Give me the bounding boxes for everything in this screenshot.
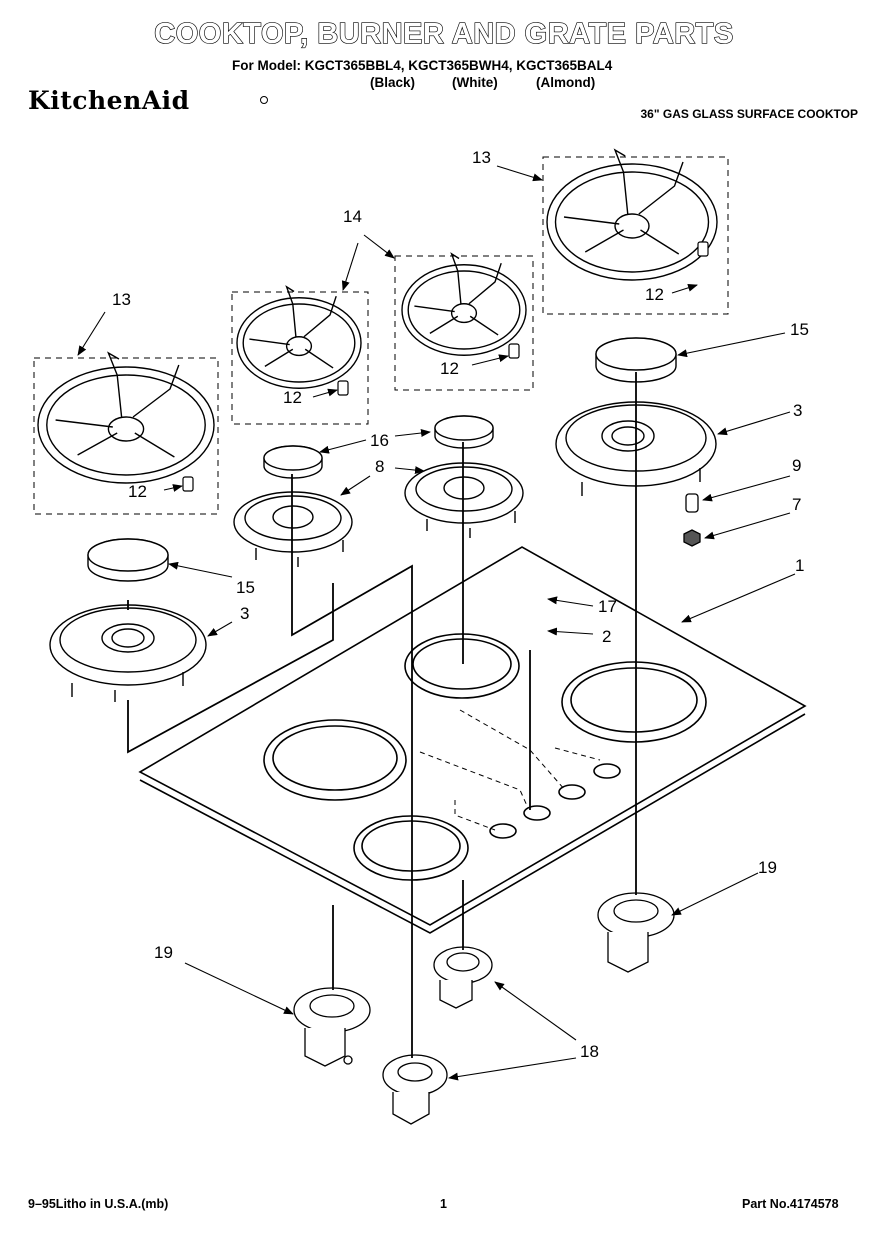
callout-7: 7 [792,495,801,514]
litho-note: 9–95Litho in U.S.A.(mb) [28,1197,169,1211]
burner-opening-right [561,661,707,743]
valve-19-right [597,892,675,973]
grate-screws [182,241,709,492]
grate-box-center-right [394,255,534,391]
valve-19-left [293,987,371,1067]
callout-12-left: 12 [128,482,147,501]
color-black: (Black) [370,75,416,90]
burner-base-8-left [233,491,353,567]
grate-left [38,353,214,483]
color-white: (White) [452,75,498,90]
screw-12-right [697,241,709,257]
grate-box-right [542,156,729,315]
leader-arrows [77,165,796,1081]
callout-19-left: 19 [154,943,173,962]
grate-boxes [33,156,729,515]
callout-17: 17 [598,597,617,616]
callout-19-right: 19 [758,858,777,877]
knob-hole-1 [489,823,517,839]
callout-15-left: 15 [236,578,255,597]
registered-mark [260,96,268,104]
callout-14: 14 [343,207,362,226]
glass-cooktop [138,546,807,934]
callout-18: 18 [580,1042,599,1061]
screw-12-center-left [337,380,349,396]
callout-labels: 13 14 13 12 12 12 12 15 3 16 8 9 7 1 15 … [112,148,809,1061]
callout-12-center-right: 12 [440,359,459,378]
alignment-lines [127,372,637,1058]
page-number: 1 [440,1197,447,1211]
part-7-nut [683,529,701,547]
callout-12-right: 12 [645,285,664,304]
callout-2: 2 [602,627,611,646]
callout-3-right: 3 [793,401,802,420]
page-title: COOKTOP, BURNER AND GRATE PARTS [154,17,734,50]
part-9-sleeve [685,493,699,513]
model-numbers: For Model: KGCT365BBL4, KGCT365BWH4, KGC… [232,58,613,73]
burner-opening-back [404,633,520,699]
brand-logo: KitchenAid [28,86,190,115]
burner-opening-left [263,719,407,801]
callout-1: 1 [795,556,804,575]
grate-box-center-left [231,291,369,425]
burner-base-3-left [49,604,207,702]
grate-center-right [402,254,526,355]
callout-15-right: 15 [790,320,809,339]
callout-9: 9 [792,456,801,475]
screw-12-center-right [508,343,520,359]
callout-13-right: 13 [472,148,491,167]
callout-12-center-left: 12 [283,388,302,407]
grate-center-left [237,287,361,388]
color-almond: (Almond) [536,75,596,90]
burner-base-8-right [404,462,524,538]
callout-8: 8 [375,457,384,476]
callout-16: 16 [370,431,389,450]
callout-13-left: 13 [112,290,131,309]
burner-opening-front [353,815,469,881]
part-number: Part No.4174578 [742,1197,839,1211]
knob-hole-4 [593,763,621,779]
callout-3-left: 3 [240,604,249,623]
knob-hole-2 [523,805,551,821]
knob-hole-3 [558,784,586,800]
screw-12-left [182,476,194,492]
grate-right [547,150,717,280]
grate-box-left [33,357,219,515]
burner-caps [87,337,677,582]
burner-valves [293,892,675,1125]
product-description: 36" GAS GLASS SURFACE COOKTOP [640,107,858,121]
valve-18-back [433,946,493,1009]
valve-18-front [382,1054,448,1125]
